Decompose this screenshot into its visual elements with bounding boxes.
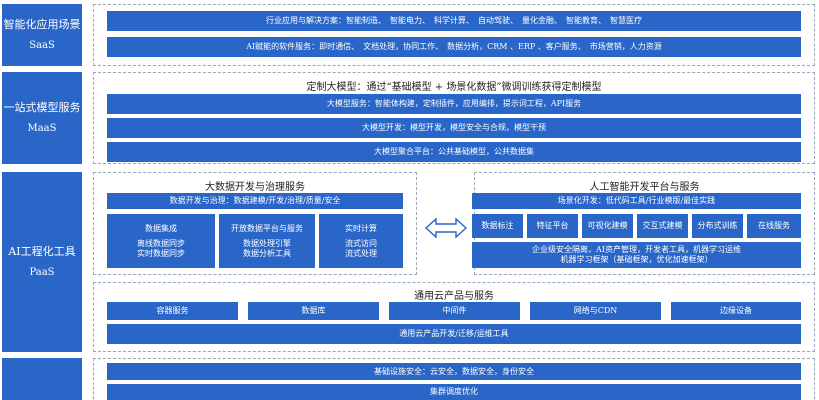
- saas-row-industry: 行业应用与解决方案：智能制造、 智能电力、 科学计算、 自动驾驶、 量化金融、 …: [107, 11, 801, 31]
- bigdata-top-bar: 数据开发与治理：数据建模/开发/治理/质量/安全: [107, 193, 403, 209]
- maas-sub: MaaS: [27, 123, 57, 134]
- maas-row-service: 大模型服务：智能体构建，定制插件，应用编排，提示词工程，API服务: [107, 94, 801, 114]
- paas-label: AI工程化工具: [8, 245, 76, 258]
- ai-cell-online-service: 在线服务: [747, 214, 801, 238]
- ai-cell-labeling: 数据标注: [472, 214, 523, 238]
- iaas-row-security: 基础设施安全：云安全，数据安全，身份安全: [107, 363, 801, 380]
- cloud-cell-network-cdn: 网络与CDN: [530, 302, 661, 320]
- ai-cell-distributed-training: 分布式训练: [692, 214, 743, 238]
- ai-cell-interactive-modeling: 交互式建模: [637, 214, 688, 238]
- maas-label: 一站式模型服务: [3, 101, 81, 114]
- saas-side-label: 智能化应用场景 SaaS: [2, 4, 82, 66]
- cloud-cell-middleware: 中间件: [389, 302, 520, 320]
- paas-side-label: AI工程化工具 PaaS: [2, 172, 82, 352]
- cloud-cell-database: 数据库: [248, 302, 379, 320]
- maas-row-development: 大模型开发：模型开发，模型安全与合规，模型干预: [107, 118, 801, 138]
- ai-title: 人工智能开发平台与服务: [589, 182, 700, 193]
- maas-side-label: 一站式模型服务 MaaS: [2, 72, 82, 164]
- cloud-bottom-bar: 通用云产品开发/迁移/运维工具: [107, 324, 801, 344]
- bigdata-cell-realtime: 实时计算 流式访问流式处理: [319, 214, 403, 268]
- double-arrow-icon: [424, 217, 468, 239]
- iaas-side-label: [2, 358, 82, 400]
- saas-label: 智能化应用场景: [3, 18, 81, 31]
- bigdata-title: 大数据开发与治理服务: [205, 182, 305, 193]
- ai-cell-feature: 特征平台: [527, 214, 578, 238]
- paas-sub: PaaS: [29, 267, 55, 278]
- maas-row-aggregation: 大模型聚合平台：公共基础模型，公共数据集: [107, 142, 801, 162]
- iaas-row-scheduling: 集群调度优化: [107, 384, 801, 400]
- ai-top-bar: 场景化开发：低代码工具/行业模版/最佳实践: [472, 193, 801, 209]
- saas-sub: SaaS: [29, 40, 55, 51]
- cloud-cell-container: 容器服务: [107, 302, 238, 320]
- maas-title: 定制大模型：通过“基础模型 + 场景化数据”微调训练获得定制模型: [306, 82, 602, 93]
- ai-cell-visual-modeling: 可视化建模: [582, 214, 633, 238]
- cloud-cell-edge: 边缘设备: [671, 302, 801, 320]
- ai-bottom-bar: 企业级安全隔离，AI资产管理，开发者工具，机器学习运维机器学习框架（基础框架，优…: [472, 242, 801, 268]
- saas-row-software: AI赋能的软件服务：即时通信、 文档处理，协同工作、 数据分析，CRM 、ERP…: [107, 37, 801, 57]
- cloud-title: 通用云产品与服务: [414, 291, 494, 302]
- bigdata-cell-open-platform: 开放数据平台与服务 数据处理引擎数据分析工具: [219, 214, 315, 268]
- bigdata-cell-integration: 数据集成 离线数据同步实时数据同步: [107, 214, 215, 268]
